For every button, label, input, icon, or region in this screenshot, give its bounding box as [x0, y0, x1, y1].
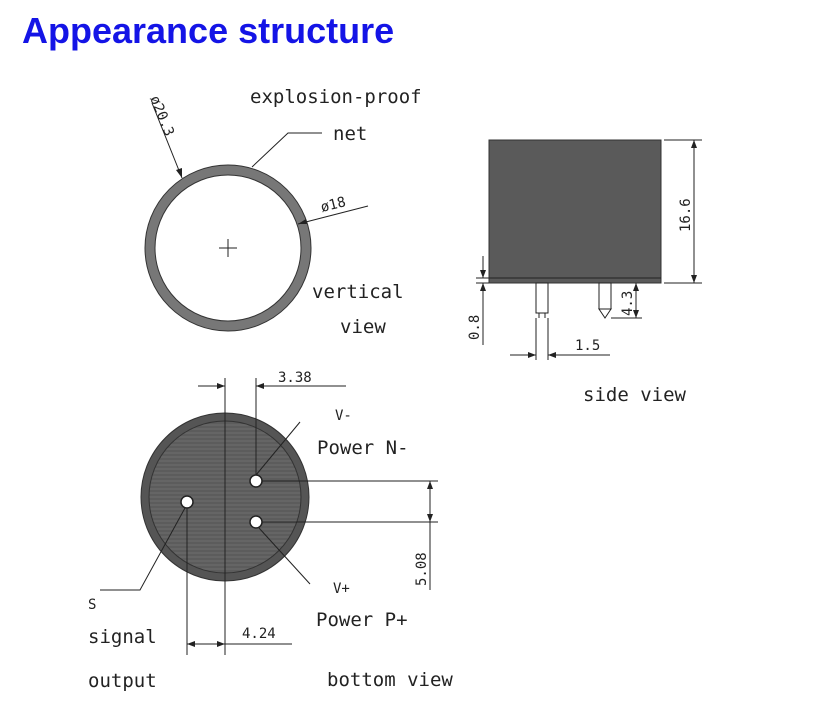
vertical-view-label-line1: vertical — [312, 281, 404, 303]
outer-dia-label: ø20.3 — [146, 94, 177, 139]
s-label: S — [88, 597, 96, 613]
pin-right — [598, 282, 612, 319]
dim-top: 3.38 — [278, 370, 312, 386]
bottom-view: 3.38 4.24 5.08 V- Power N- V+ Power P+ S… — [88, 370, 453, 692]
page-title: Appearance structure — [22, 10, 395, 51]
outer-dia-leader — [151, 102, 183, 179]
signal-leader — [100, 507, 186, 591]
pin-v-minus — [249, 474, 263, 488]
height-dim: 16.6 — [678, 198, 694, 232]
vertical-view-label-line2: view — [340, 316, 386, 338]
inner-dia-label: ø18 — [319, 194, 347, 216]
sensor-body — [488, 139, 662, 284]
pin-v-plus — [249, 515, 263, 529]
v-minus-label: V- — [335, 408, 352, 424]
signal-label-line2: output — [88, 670, 157, 692]
signal-label-line1: signal — [88, 626, 157, 648]
power-p-label: Power P+ — [316, 609, 408, 631]
pin-left — [535, 282, 549, 318]
v-plus-leader — [258, 527, 311, 585]
vertical-view: ø20.3 ø18 explosion-proof net vertical v… — [144, 86, 422, 338]
pin-signal — [180, 495, 194, 509]
v-minus-leader — [255, 421, 301, 476]
gap-dim: 0.8 — [467, 315, 483, 340]
net-label-line1: explosion-proof — [250, 86, 422, 108]
pin-length-dim: 4.3 — [620, 291, 636, 316]
side-view-label: side view — [583, 384, 687, 406]
dim-right: 5.08 — [414, 552, 430, 586]
net-label-line2: net — [333, 123, 367, 145]
dim-bottom: 4.24 — [242, 626, 276, 642]
side-view: 16.6 4.3 0.8 1.5 side view — [467, 139, 702, 406]
v-plus-label: V+ — [333, 581, 350, 597]
net-leader — [251, 132, 322, 168]
inner-dia-leader — [297, 205, 369, 225]
pin-width-dim: 1.5 — [575, 338, 600, 354]
power-n-label: Power N- — [317, 437, 409, 459]
bottom-view-label: bottom view — [327, 669, 453, 691]
